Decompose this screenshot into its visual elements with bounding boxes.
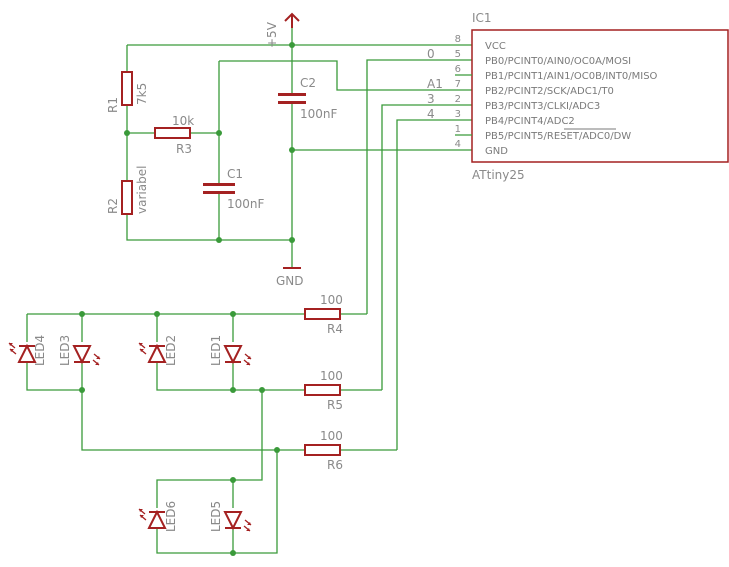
pin-label: GND xyxy=(485,146,508,157)
pin-label: PB5/PCINT5/RESET/ADC0/DW xyxy=(485,131,631,142)
pin-num: 3 xyxy=(455,109,461,120)
led3: LED3 xyxy=(58,335,101,366)
led2-label: LED2 xyxy=(164,335,178,366)
led4: LED4 xyxy=(8,335,47,366)
resistor-r1: R1 7k5 xyxy=(106,71,149,113)
pin-label: VCC xyxy=(485,41,506,52)
led5: LED5 xyxy=(209,501,252,532)
r3-name: R3 xyxy=(176,142,192,156)
resistor-r3: 10k R3 xyxy=(154,114,194,156)
pin-label: PB2/PCINT2/SCK/ADC1/T0 xyxy=(485,86,614,97)
led6-label: LED6 xyxy=(164,501,178,532)
r3-value: 10k xyxy=(172,114,194,128)
capacitor-c2: C2 100nF xyxy=(278,76,338,121)
ic-body xyxy=(471,29,729,163)
led4-label: LED4 xyxy=(33,335,47,366)
led1-label: LED1 xyxy=(209,335,223,366)
r2-value: variabel xyxy=(135,166,149,214)
vcc-label: +5V xyxy=(265,21,279,48)
r4-value: 100 xyxy=(320,293,343,307)
r1-value: 7k5 xyxy=(135,83,149,105)
resistor-r4: 100 R4 xyxy=(304,293,343,336)
c1-name: C1 xyxy=(227,167,243,181)
pin-label: PB1/PCINT1/AIN1/OC0B/INT0/MISO xyxy=(485,71,658,82)
resistor-r5: 100 R5 xyxy=(304,369,343,412)
net-label-3: 3 xyxy=(427,92,435,106)
vcc-symbol: +5V xyxy=(265,12,300,48)
led5-label: LED5 xyxy=(209,501,223,532)
r6-value: 100 xyxy=(320,429,343,443)
r1-name: R1 xyxy=(106,97,120,113)
resistor-r2: R2 variabel xyxy=(106,166,149,215)
c1-value: 100nF xyxy=(227,197,265,211)
pin-num: 5 xyxy=(455,49,461,60)
gnd-symbol: GND xyxy=(276,267,304,288)
capacitor-c1: C1 100nF xyxy=(203,167,265,211)
pin-label: PB4/PCINT4/ADC2 xyxy=(485,116,575,127)
c2-name: C2 xyxy=(300,76,316,90)
led6: LED6 xyxy=(138,501,178,532)
ic-attiny25: IC1 ATtiny25 8 VCC 5 PB0/PCINT0/AIN0/OC0… xyxy=(455,11,729,182)
net-label-a1: A1 xyxy=(427,77,443,91)
r2-name: R2 xyxy=(106,198,120,214)
pin-label: PB0/PCINT0/AIN0/OC0A/MOSI xyxy=(485,56,631,67)
led1: LED1 xyxy=(209,335,252,366)
junctions xyxy=(79,42,295,556)
wires xyxy=(26,28,472,554)
pin-num: 4 xyxy=(455,139,461,150)
resistor-r6: 100 R6 xyxy=(304,429,343,472)
pin-num: 7 xyxy=(455,79,461,90)
r6-name: R6 xyxy=(327,458,343,472)
ic-type: ATtiny25 xyxy=(472,168,525,182)
pin-num: 1 xyxy=(455,124,461,135)
net-label-0: 0 xyxy=(427,47,435,61)
pin-label: PB3/PCINT3/CLKI/ADC3 xyxy=(485,101,600,112)
r5-value: 100 xyxy=(320,369,343,383)
r4-name: R4 xyxy=(327,322,343,336)
pin-num: 6 xyxy=(455,64,461,75)
gnd-label: GND xyxy=(276,274,304,288)
c2-value: 100nF xyxy=(300,107,338,121)
pin-num: 8 xyxy=(455,34,461,45)
net-label-4: 4 xyxy=(427,107,435,121)
led2: LED2 xyxy=(138,335,178,366)
r5-name: R5 xyxy=(327,398,343,412)
ic-name: IC1 xyxy=(472,11,492,25)
led3-label: LED3 xyxy=(58,335,72,366)
pin-num: 2 xyxy=(455,94,461,105)
